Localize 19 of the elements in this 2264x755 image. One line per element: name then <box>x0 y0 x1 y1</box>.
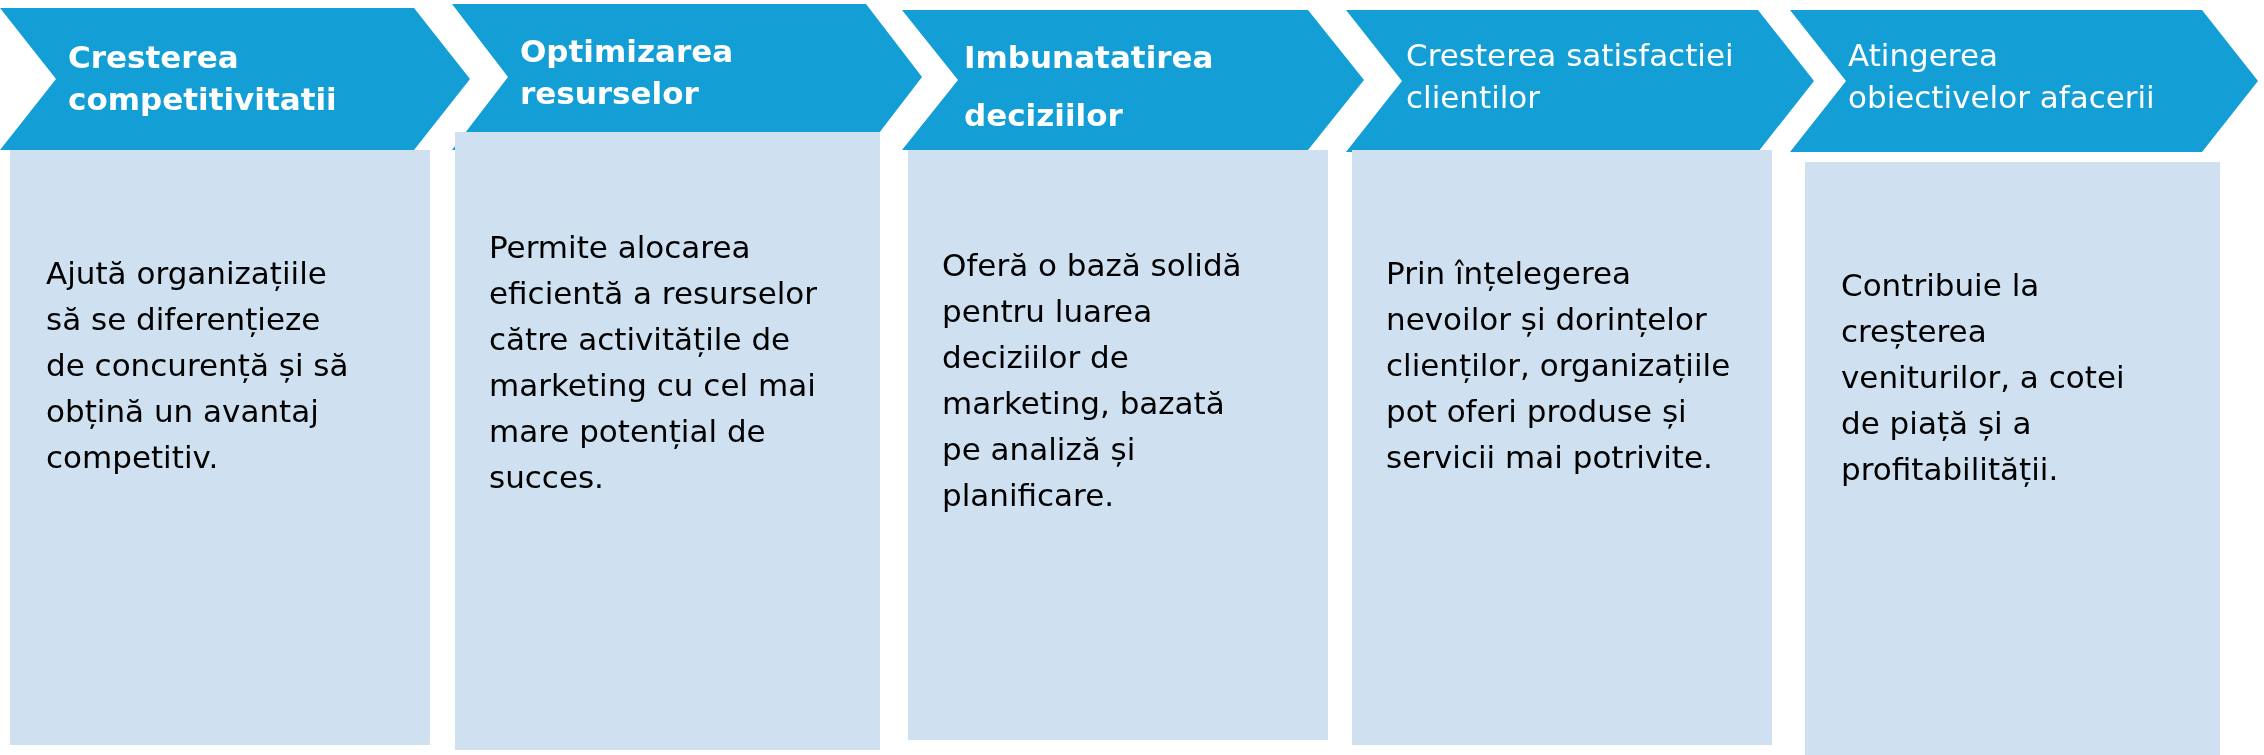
description-panel <box>455 132 880 750</box>
description-panel <box>10 150 430 745</box>
description-text: Permite alocarea eficientă a resurselor către activitățile de marketing cu cel mai mare potențial de succes. <box>489 228 819 497</box>
step-title: Optimizarea resurselor <box>520 32 735 113</box>
description-text: Oferă o bază solidă pentru luarea deciziilor de marketing, bazată pe analiză și planificare. <box>942 246 1243 515</box>
step-title: Cresterea satisfactiei clientilor <box>1406 36 1735 117</box>
description-text: Contribuie la creșterea veniturilor, a cotei de piață și a profitabilității. <box>1841 266 2126 489</box>
step-header-banner <box>902 10 1364 150</box>
step-header-banner <box>0 8 470 150</box>
description-panel <box>908 150 1328 740</box>
description-panel <box>1805 162 2220 755</box>
description-panel <box>1352 150 1772 745</box>
step-header-banner <box>1346 10 1814 152</box>
step-title: Atingerea obiectivelor afacerii <box>1848 36 2156 117</box>
step-title: Cresterea competitivitatii <box>68 38 338 119</box>
step-header-banner <box>1790 10 2258 152</box>
description-text: Ajută organizațiile să se diferențieze de concurență și să obțină un avantaj competitiv. <box>46 254 350 477</box>
description-text: Prin înțelegerea nevoilor și dorințelor clienților, organizațiile pot oferi produse și servicii mai potrivite. <box>1386 254 1732 477</box>
step-title: Imbunatatirea deciziilor <box>964 38 1215 135</box>
